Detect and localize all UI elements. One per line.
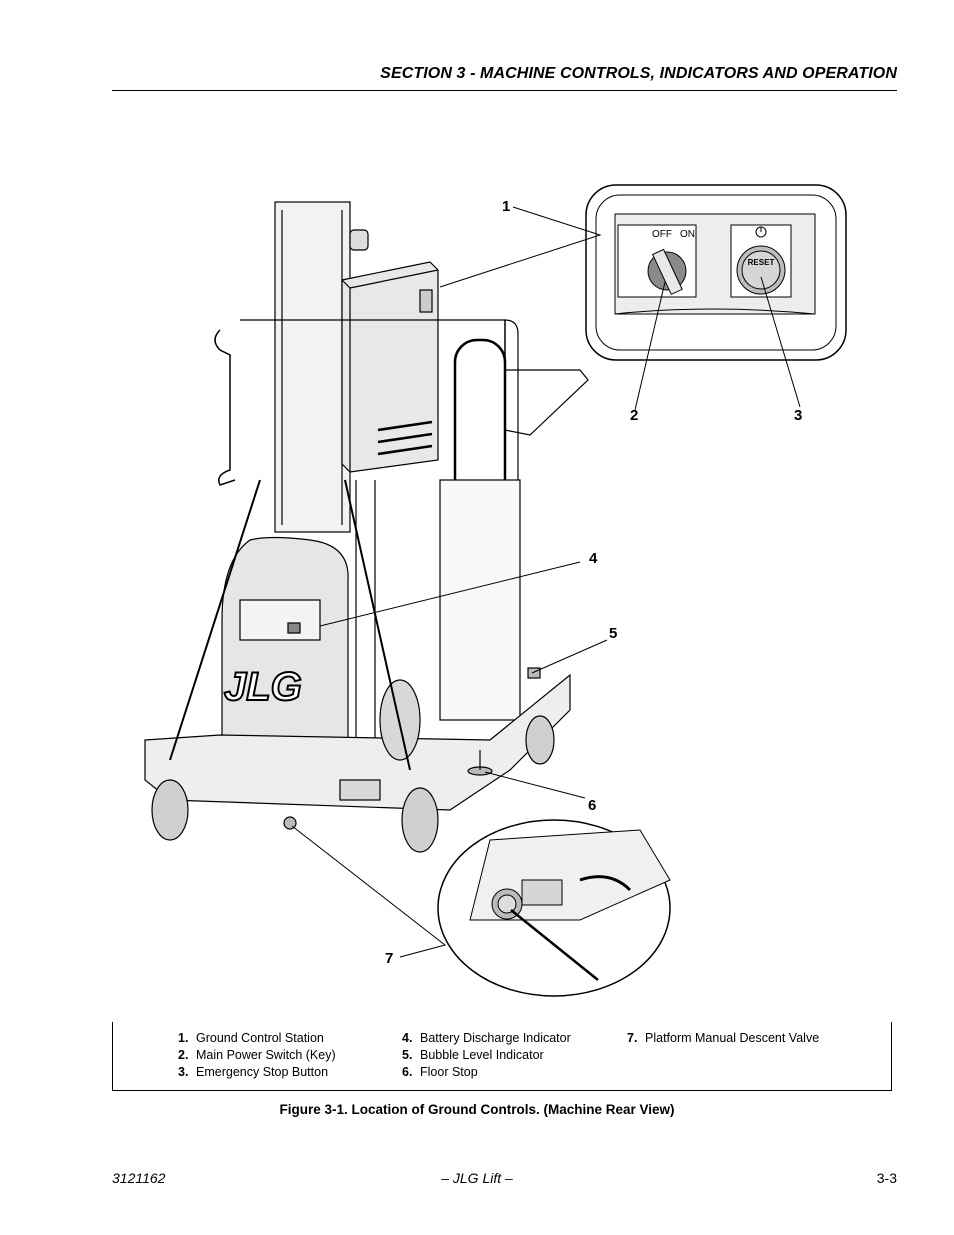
document-number: 3121162 — [112, 1170, 166, 1186]
legend-item: 1.Ground Control Station — [178, 1031, 324, 1045]
figure-caption: Figure 3-1. Location of Ground Controls.… — [279, 1102, 675, 1117]
leader-4 — [319, 561, 581, 627]
ground-control-station-box — [341, 261, 439, 473]
platform-frame — [439, 479, 521, 721]
callout-5: 5 — [609, 625, 617, 642]
front-right-wheel — [525, 715, 555, 765]
callout-7: 7 — [385, 950, 393, 967]
off-label: OFF — [652, 229, 672, 240]
jlg-logo: JLG — [224, 665, 302, 709]
leader-1 — [439, 206, 602, 288]
leader-5 — [531, 639, 608, 674]
legend-item: 4.Battery Discharge Indicator — [402, 1031, 571, 1045]
publisher-footer: – JLG Lift – — [441, 1170, 513, 1186]
legend-item: 6.Floor Stop — [402, 1065, 478, 1079]
page-header: SECTION 3 - MACHINE CONTROLS, INDICATORS… — [112, 64, 897, 91]
on-label: ON — [680, 229, 695, 240]
callout-1: 1 — [502, 198, 510, 215]
legend-item: 7.Platform Manual Descent Valve — [627, 1031, 820, 1045]
leader-2 — [634, 281, 666, 411]
callout-6: 6 — [588, 797, 596, 814]
figure-legend: 1.Ground Control Station 2.Main Power Sw… — [112, 1022, 892, 1091]
base-housing — [221, 536, 349, 786]
legend-column-1: 1.Ground Control Station 2.Main Power Sw… — [178, 1030, 336, 1081]
callout-3: 3 — [794, 407, 802, 424]
descent-valve — [283, 816, 297, 830]
reset-label: RESET — [748, 258, 775, 267]
leader-6 — [484, 771, 586, 799]
cord-reel — [379, 679, 421, 761]
leader-3 — [760, 276, 801, 408]
rear-right-wheel — [401, 787, 439, 853]
rear-left-wheel — [151, 779, 189, 841]
legend-column-2: 4.Battery Discharge Indicator 5.Bubble L… — [402, 1030, 571, 1081]
page-number: 3-3 — [876, 1170, 897, 1186]
descent-valve-inset — [437, 819, 671, 997]
mast-column — [274, 201, 351, 533]
section-title: SECTION 3 - MACHINE CONTROLS, INDICATORS… — [380, 65, 897, 82]
leader-7 — [291, 825, 447, 958]
callout-4: 4 — [589, 550, 598, 567]
figure-illustration: JLG OFF ON RESET — [144, 184, 847, 997]
bubble-level-indicator — [527, 667, 541, 679]
callout-2: 2 — [630, 407, 638, 424]
machine-rear-view-figure: JLG OFF ON RESET — [110, 180, 900, 1020]
emergency-stop-button — [741, 250, 781, 290]
legend-column-3: 7.Platform Manual Descent Valve — [627, 1030, 819, 1047]
legend-item: 3.Emergency Stop Button — [178, 1065, 329, 1079]
legend-item: 5.Bubble Level Indicator — [402, 1048, 544, 1062]
control-panel-inset: OFF ON RESET — [585, 184, 847, 361]
legend-item: 2.Main Power Switch (Key) — [178, 1048, 336, 1062]
